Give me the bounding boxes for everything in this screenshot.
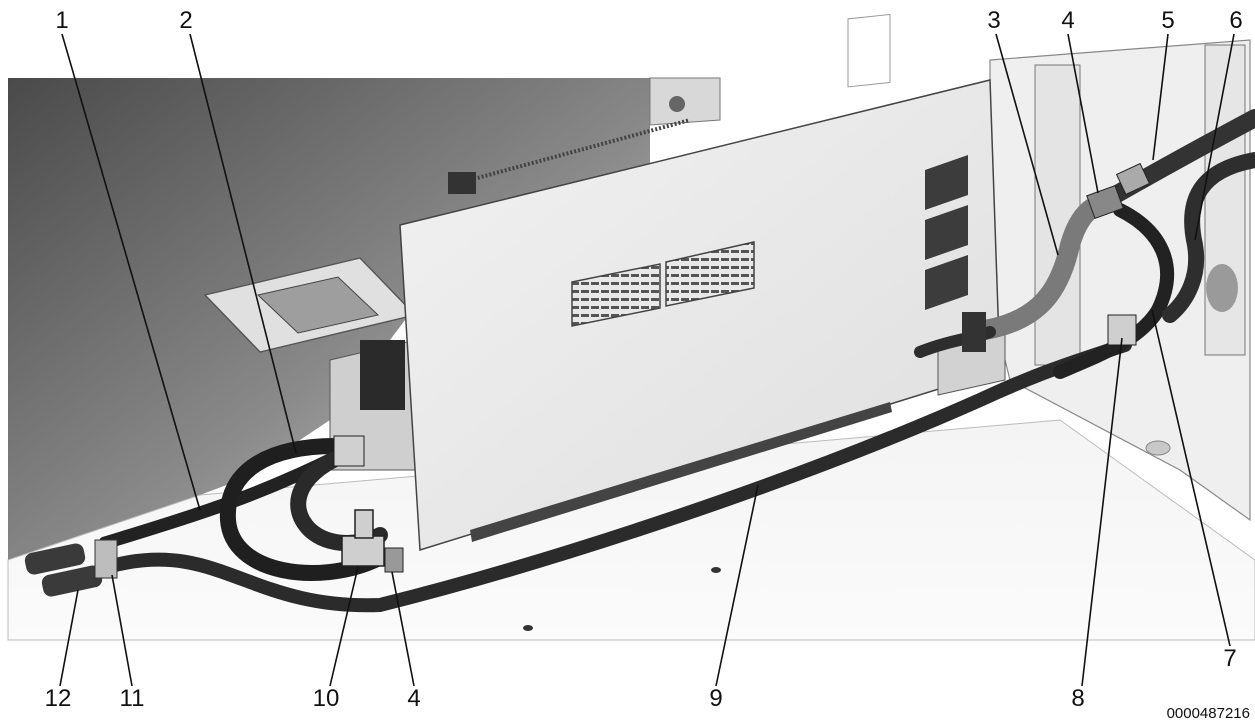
leader-8 <box>1081 337 1123 687</box>
leader-11 <box>111 574 133 687</box>
callout-labels: 1 2 3 4 5 6 7 8 9 4 10 11 12 <box>45 7 1243 712</box>
callout-11: 11 <box>120 685 145 712</box>
side-vents <box>925 155 968 310</box>
callout-2: 2 <box>179 7 192 34</box>
callout-10: 10 <box>313 685 340 712</box>
leader-3 <box>995 33 1059 256</box>
panel-fitting <box>962 312 986 352</box>
fittings <box>24 162 1151 597</box>
fitting-5 <box>1115 162 1151 196</box>
floor-hole <box>711 567 721 573</box>
coupler-bracket <box>94 539 118 579</box>
panel-label-plate <box>847 13 891 88</box>
leader-12 <box>59 589 79 687</box>
top-bracket <box>649 77 721 126</box>
hose-6 <box>1162 152 1255 323</box>
union-nut-lower <box>384 547 404 573</box>
top-bracket-hole <box>669 96 685 112</box>
leader-7 <box>1151 309 1231 647</box>
callout-12: 12 <box>45 685 72 712</box>
callout-7: 7 <box>1223 645 1236 672</box>
elbow-fitting <box>333 435 365 467</box>
tee-fitting-top <box>354 509 374 539</box>
leader-1 <box>61 33 201 511</box>
leader-lines <box>59 33 1235 687</box>
background-structure <box>7 13 1255 641</box>
leader-9 <box>715 484 759 687</box>
hose-9 <box>108 338 1132 613</box>
leader-4a <box>1067 33 1099 194</box>
leader-10 <box>329 566 359 687</box>
tee-fitting <box>341 535 385 567</box>
callout-6: 6 <box>1229 7 1242 34</box>
quick-coupler-lower <box>41 565 103 597</box>
front-grilles <box>571 241 755 327</box>
callout-4-lower: 4 <box>407 685 420 712</box>
rod-nut <box>448 172 476 194</box>
callout-1: 1 <box>55 7 68 34</box>
callout-8: 8 <box>1071 685 1084 712</box>
leader-2 <box>189 33 297 454</box>
callout-9: 9 <box>709 685 722 712</box>
hose-7 <box>1053 203 1174 379</box>
leader-5 <box>1152 33 1169 161</box>
floor-hole-2 <box>523 625 533 631</box>
bottom-rail <box>470 402 892 542</box>
mounting-frame-cutout <box>256 276 380 334</box>
frame-hole-2 <box>1145 440 1171 456</box>
lower-box-window <box>360 340 405 410</box>
quick-coupler-upper <box>24 543 86 575</box>
leader-6 <box>1194 33 1235 241</box>
callout-3: 3 <box>987 7 1000 34</box>
frame-hole <box>1206 264 1238 312</box>
callout-4-upper: 4 <box>1061 7 1074 34</box>
document-number: 0000487216 <box>1167 705 1250 722</box>
leader-4b <box>391 571 415 687</box>
union-nut-upper <box>1086 184 1124 220</box>
hose-2 <box>219 437 383 581</box>
callout-5: 5 <box>1161 7 1174 34</box>
